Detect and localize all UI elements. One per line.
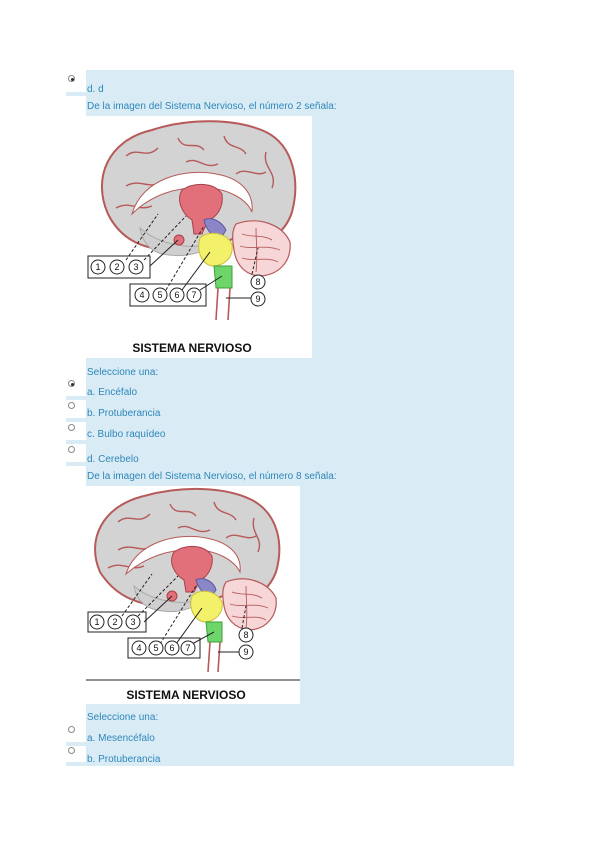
q3-select-label: Seleccione una: [87, 712, 159, 723]
q2-fig-number-4: 4 [139, 290, 144, 300]
q2-fig-number-1: 1 [95, 262, 100, 272]
q3-option-a-radio[interactable] [68, 726, 75, 733]
q2-option-a-label: a. Encéfalo [87, 387, 138, 398]
q2-option-b-radio[interactable] [68, 402, 75, 409]
q2-option-d-radio[interactable] [68, 446, 75, 453]
option-strip [66, 396, 86, 400]
q3-fig-number-8: 8 [243, 630, 248, 640]
q2-fig-number-9: 9 [255, 294, 260, 304]
option-strip [66, 418, 86, 422]
option-strip [66, 742, 86, 746]
q2-option-c-radio[interactable] [68, 424, 75, 431]
q3-fig-number-2: 2 [112, 617, 117, 627]
q3-figure-brain: 1 2 3 4 5 6 7 8 9 SISTEMA NERVIOSO [86, 486, 300, 704]
option-strip [66, 440, 86, 444]
q3-fig-number-6: 6 [169, 643, 174, 653]
q2-fig-number-7: 7 [191, 290, 196, 300]
q3-option-b-label: b. Protuberancia [87, 754, 161, 765]
q3-prompt: De la imagen del Sistema Nervioso, el nú… [87, 471, 337, 482]
q2-fig-number-8: 8 [255, 277, 260, 287]
q3-fig-number-3: 3 [130, 617, 135, 627]
q1-option-d-radio[interactable] [68, 75, 75, 82]
q2-prompt: De la imagen del Sistema Nervioso, el nú… [87, 101, 337, 112]
q3-option-b-radio[interactable] [68, 747, 75, 754]
q2-fig-number-3: 3 [133, 262, 138, 272]
q2-option-a-radio[interactable] [68, 380, 75, 387]
q2-option-d-label: d. Cerebelo [87, 454, 139, 465]
q3-fig-number-1: 1 [94, 617, 99, 627]
q3-figure-caption: SISTEMA NERVIOSO [126, 688, 245, 702]
q2-select-label: Seleccione una: [87, 367, 159, 378]
q1-option-d-label: d. d [87, 84, 104, 95]
q2-option-b-label: b. Protuberancia [87, 408, 161, 419]
q2-figure-brain: 1 2 3 4 5 6 7 8 9 SISTEMA NERVIOSO [86, 116, 312, 358]
q3-fig-number-9: 9 [243, 647, 248, 657]
q3-option-a-label: a. Mesencéfalo [87, 733, 155, 744]
q2-figure-caption: SISTEMA NERVIOSO [132, 341, 251, 355]
q3-fig-number-4: 4 [136, 643, 141, 653]
q2-fig-number-6: 6 [174, 290, 179, 300]
option-strip [66, 762, 86, 766]
q3-fig-number-7: 7 [185, 643, 190, 653]
q2-option-c-label: c. Bulbo raquídeo [87, 429, 166, 440]
q2-fig-number-2: 2 [114, 262, 119, 272]
option-strip [66, 92, 86, 96]
q3-fig-number-5: 5 [153, 643, 158, 653]
option-strip [66, 462, 86, 466]
q2-fig-number-5: 5 [157, 290, 162, 300]
